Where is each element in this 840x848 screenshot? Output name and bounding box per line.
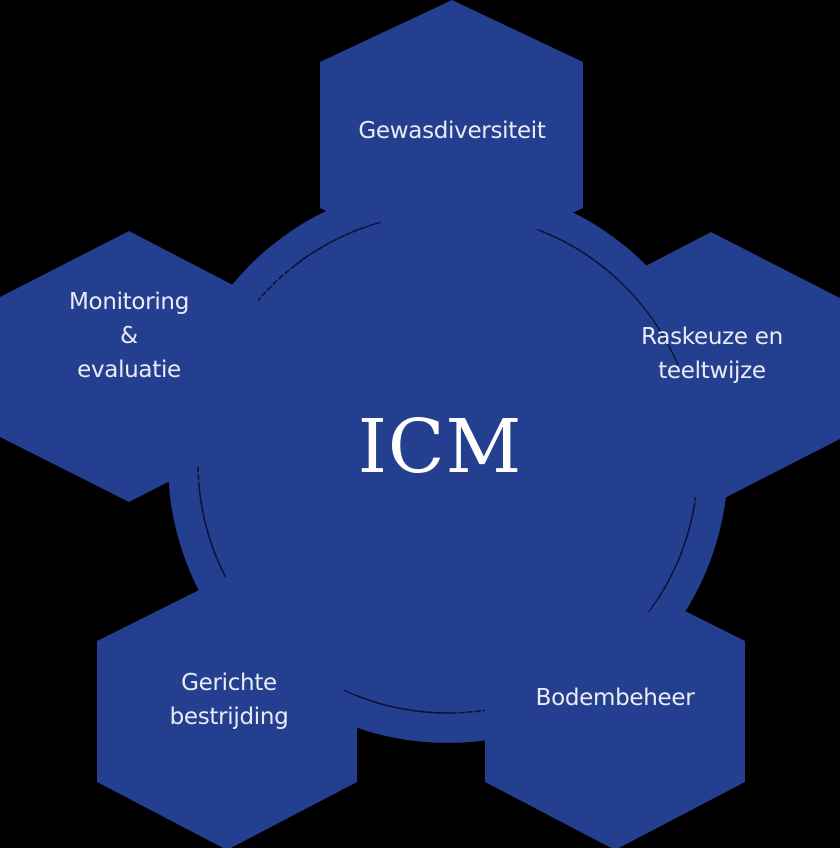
node-left-label: Monitoring & evaluatie (69, 285, 189, 387)
inner-circle-overlay (199, 214, 697, 712)
node-right-label: Raskeuze en teeltwijze (641, 320, 783, 388)
node-top-line-1: Gewasdiversiteit (358, 118, 546, 144)
node-right-line-2: teeltwijze (658, 358, 766, 384)
node-bottom-left-line-1: Gerichte (181, 670, 277, 696)
center-label: ICM (357, 404, 523, 490)
hexagon-left (0, 231, 258, 502)
node-bottom-left-label: Gerichte bestrijding (170, 666, 289, 734)
node-right-line-1: Raskeuze en (641, 324, 783, 350)
node-left-line-1: Monitoring (69, 289, 189, 315)
node-bottom-right-label: Bodembeheer (536, 681, 695, 715)
node-top-label: Gewasdiversiteit (358, 114, 546, 148)
node-left-line-3: evaluatie (77, 357, 181, 383)
hexagon-top (320, 0, 583, 270)
node-left-line-2: & (120, 323, 138, 349)
inner-circle-border (197, 212, 699, 714)
node-bottom-left-line-2: bestrijding (169, 704, 289, 730)
node-bottom-right-line-1: Bodembeheer (535, 685, 695, 711)
